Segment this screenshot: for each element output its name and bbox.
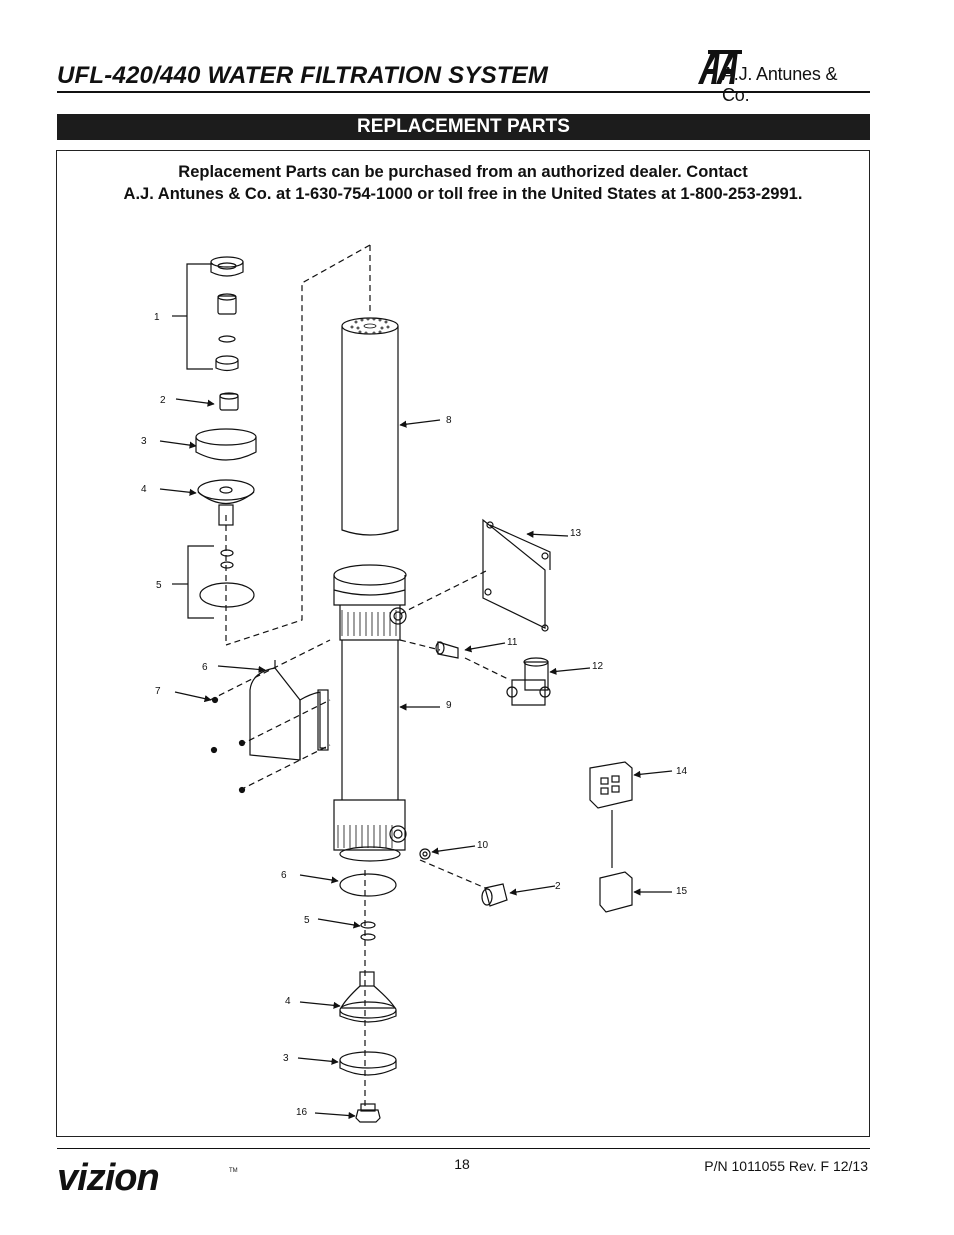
document-title: UFL-420/440 WATER FILTRATION SYSTEM — [57, 62, 549, 89]
footer-divider — [57, 1148, 870, 1149]
callout-label: 16 — [296, 1107, 308, 1118]
section-title-bar: REPLACEMENT PARTS — [57, 114, 870, 140]
callout-label: 11 — [507, 637, 518, 648]
vizion-logo: vizion TM — [57, 1160, 238, 1194]
callout-label: 6 — [202, 662, 208, 673]
brand-name: A.J. Antunes & Co. — [722, 64, 838, 105]
callout-label: 2 — [160, 395, 166, 406]
notice-line-2: A.J. Antunes & Co. at 1-630-754-1000 or … — [123, 185, 803, 203]
callout-label: 1 — [154, 312, 160, 323]
callout-label: 8 — [446, 415, 452, 426]
callout-label: 14 — [676, 766, 688, 777]
callout-label: 2 — [555, 881, 561, 892]
callout-label: 5 — [304, 915, 310, 926]
callout-label: 4 — [141, 484, 147, 495]
callout-label: 10 — [477, 840, 489, 851]
callout-label: 6 — [281, 870, 287, 881]
vizion-trademark: TM — [229, 1168, 238, 1174]
page-number: 18 — [454, 1156, 470, 1172]
callout-label: 5 — [156, 580, 162, 591]
aja-logo-mark-icon — [698, 50, 742, 84]
header-divider — [57, 91, 870, 93]
callout-label: 4 — [285, 996, 291, 1007]
callout-label: 13 — [570, 528, 582, 539]
content-frame — [56, 150, 870, 1137]
part-number: P/N 1011055 Rev. F 12/13 — [704, 1158, 868, 1174]
callout-label: 7 — [155, 686, 161, 697]
callout-label: 3 — [141, 436, 147, 447]
callout-label: 12 — [592, 661, 604, 672]
notice-line-1: Replacement Parts can be purchased from … — [178, 163, 748, 181]
vizion-logo-text: vizion — [57, 1160, 159, 1194]
brand-logo: A.J. Antunes & Co. — [696, 44, 866, 105]
callout-label: 15 — [676, 886, 688, 897]
callout-label: 3 — [283, 1053, 289, 1064]
callout-label: 9 — [446, 700, 452, 711]
